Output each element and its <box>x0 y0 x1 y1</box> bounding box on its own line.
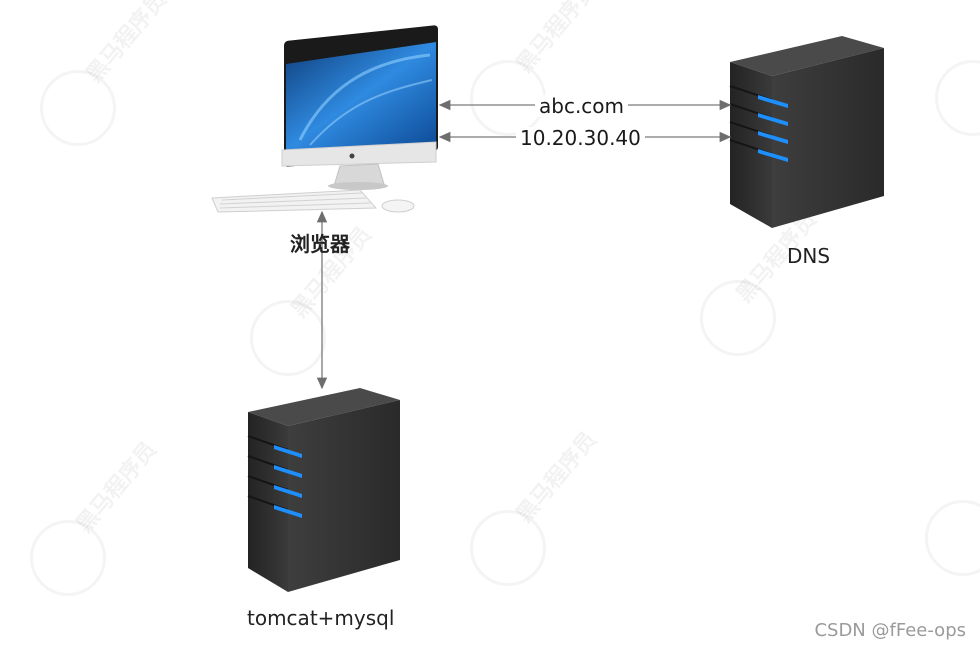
dns-server-icon <box>729 36 884 228</box>
browser-label: 浏览器 <box>290 232 350 256</box>
edge-label-ip: 10.20.30.40 <box>516 127 645 149</box>
watermark-logo <box>40 70 116 146</box>
watermark-logo <box>700 280 776 356</box>
dns-label: DNS <box>787 244 831 268</box>
browser-computer-icon <box>211 25 438 213</box>
watermark-logo <box>470 510 546 586</box>
edge-label-abc: abc.com <box>535 95 629 117</box>
app-server-icon <box>247 388 400 592</box>
watermark-logo <box>30 520 106 596</box>
credit-text: CSDN @fFee-ops <box>814 620 966 641</box>
server-label: tomcat+mysql <box>247 606 395 630</box>
watermark-logo <box>925 500 980 576</box>
